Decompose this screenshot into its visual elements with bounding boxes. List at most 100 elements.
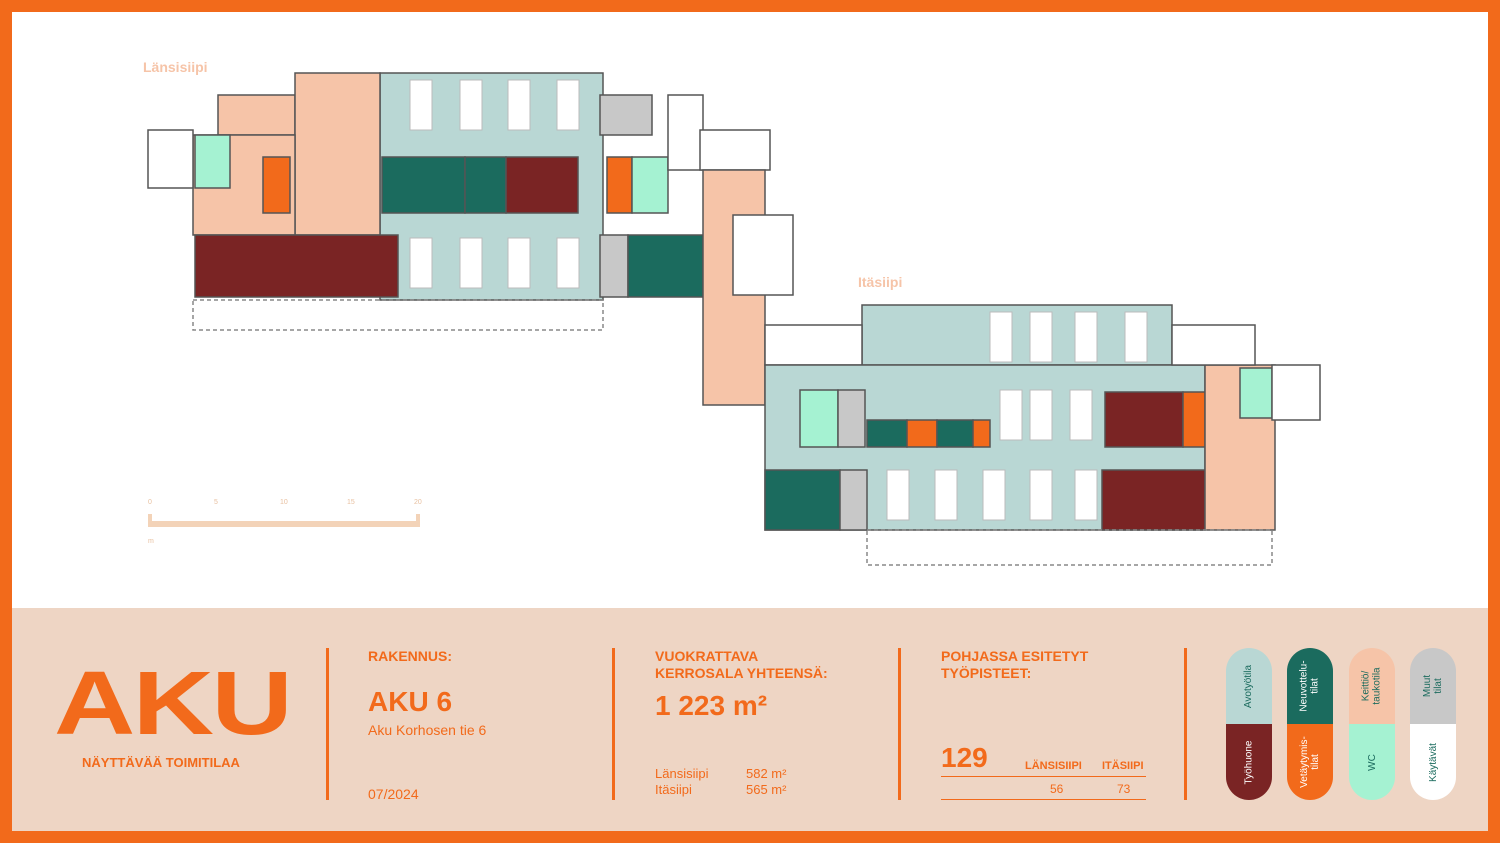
storage <box>839 469 868 531</box>
desk-cluster <box>1029 389 1053 441</box>
open-space-east <box>861 304 1173 366</box>
desk-cluster <box>934 469 958 521</box>
glass-elevator <box>732 214 794 296</box>
area-total: 1 223 m² <box>655 690 768 721</box>
desk-cluster <box>556 79 580 131</box>
legend-meeting: Neuvottelu- tilat <box>1299 660 1322 712</box>
area-east-value: 565 m² <box>746 782 787 797</box>
stair-room <box>217 94 296 136</box>
office-room <box>1104 391 1184 448</box>
desk-cluster <box>1029 469 1053 521</box>
area-heading-2: KERROSALA YHTEENSÄ: <box>655 665 828 681</box>
desk-cluster <box>507 237 531 289</box>
workstations-west-header: LÄNSISIIPI <box>1025 760 1082 772</box>
workstations-east-header: ITÄSIIPI <box>1102 760 1144 772</box>
desk-cluster <box>982 469 1006 521</box>
office-room <box>505 156 579 214</box>
service <box>699 129 771 171</box>
storage <box>599 94 653 136</box>
date: 07/2024 <box>368 786 419 802</box>
divider <box>898 648 901 800</box>
scale-bar-end <box>416 514 420 527</box>
lounge <box>294 72 381 236</box>
desk-cluster <box>1124 311 1148 363</box>
divider <box>1184 648 1187 800</box>
desk-cluster <box>1074 469 1098 521</box>
building-name: AKU 6 <box>368 686 453 717</box>
wc <box>1239 367 1273 419</box>
legend-open-space: Avotyötila <box>1243 664 1255 708</box>
logo: AKU <box>54 654 293 754</box>
building-address: Aku Korhosen tie 6 <box>368 722 487 738</box>
retreat-room <box>906 419 938 448</box>
rule <box>941 799 1146 800</box>
desk-cluster <box>507 79 531 131</box>
info-panel: AKU NÄYTTÄVÄÄ TOIMITILAA RAKENNUS: AKU 6… <box>12 608 1488 831</box>
wc <box>194 134 231 189</box>
scale-tick: 5 <box>214 499 218 506</box>
retreat-room <box>606 156 633 214</box>
divider <box>326 648 329 800</box>
scale-bar-line <box>148 521 420 527</box>
meeting-room <box>866 419 908 448</box>
elevator <box>147 129 194 189</box>
legend-retreat: Vetäytymis- tilat <box>1299 736 1321 788</box>
office-room <box>1101 469 1206 531</box>
desk-cluster <box>409 237 433 289</box>
scale-tick: 15 <box>347 499 355 506</box>
workstations-total: 129 <box>941 742 988 773</box>
wc <box>631 156 669 214</box>
retreat-room <box>1182 391 1206 448</box>
legend-pill: Muut tilat Käytävät <box>1410 648 1456 800</box>
desk-cluster <box>556 237 580 289</box>
workstations-heading-2: TYÖPISTEET: <box>941 665 1032 681</box>
desk-cluster <box>1069 389 1093 441</box>
desk-cluster <box>459 79 483 131</box>
scale-tick: 0 <box>148 499 152 506</box>
scale-bar-end <box>148 514 152 527</box>
balcony <box>866 529 1273 566</box>
area-east-label: Itäsiipi <box>655 782 692 797</box>
legend-office: Työhuone <box>1243 740 1255 784</box>
scale-tick: 10 <box>280 499 288 506</box>
desk-cluster <box>1074 311 1098 363</box>
desk-cluster <box>886 469 910 521</box>
area-west-value: 582 m² <box>746 766 787 781</box>
logo-subtitle: NÄYTTÄVÄÄ TOIMITILAA <box>82 755 240 770</box>
divider <box>612 648 615 800</box>
storage <box>599 234 629 298</box>
desk-cluster <box>999 389 1023 441</box>
rule <box>941 776 1146 777</box>
stairs <box>1171 324 1256 366</box>
retreat-room <box>972 419 991 448</box>
desk-cluster <box>459 237 483 289</box>
corridor <box>667 94 704 171</box>
desk-cluster <box>989 311 1013 363</box>
balcony <box>192 299 604 331</box>
retreat-room <box>262 156 291 214</box>
building-heading: RAKENNUS: <box>368 648 452 664</box>
workstations-east-value: 73 <box>1117 782 1131 796</box>
area-west-label: Länsisiipi <box>655 766 709 781</box>
workstations-heading-1: POHJASSA ESITETYT <box>941 648 1089 664</box>
meeting-room <box>764 469 841 531</box>
elevator <box>1271 364 1321 421</box>
east-wing-label: Itäsiipi <box>858 274 903 290</box>
scale-tick: 20 <box>414 499 422 506</box>
meeting-room <box>381 156 466 214</box>
meeting-room <box>936 419 974 448</box>
meeting-room <box>627 234 704 298</box>
office-row <box>194 234 399 298</box>
stairs <box>764 324 863 366</box>
desk-cluster <box>1029 311 1053 363</box>
legend-other: Muut tilat <box>1421 674 1444 698</box>
legend-pill: Neuvottelu- tilat Vetäytymis- tilat <box>1287 648 1333 800</box>
wc <box>799 389 839 448</box>
storage <box>837 389 866 448</box>
legend-wc: WC <box>1366 753 1378 771</box>
area-heading-1: VUOKRATTAVA <box>655 648 759 664</box>
west-wing-label: Länsisiipi <box>143 59 208 75</box>
legend-pill: Keittiö/ taukotila WC <box>1349 648 1395 800</box>
legend-corridor: Käytävät <box>1427 742 1439 782</box>
